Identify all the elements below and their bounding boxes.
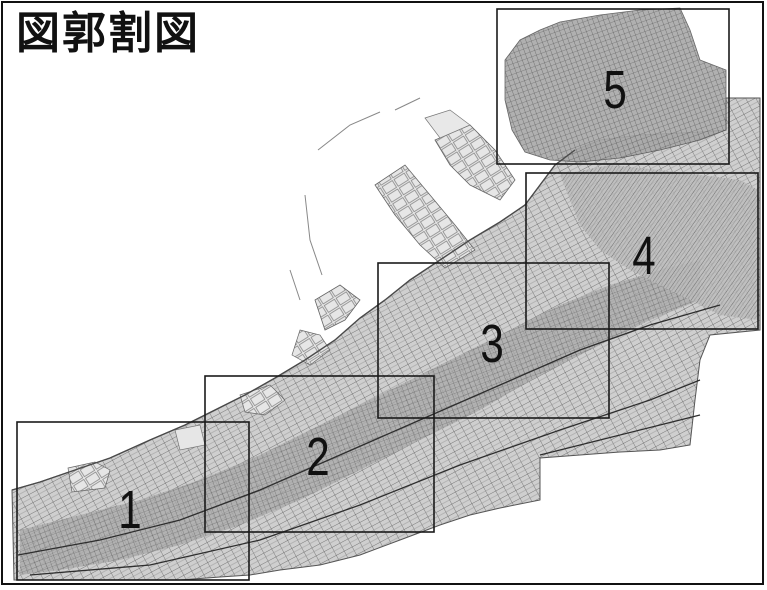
- map-title: 図郭割図: [16, 8, 200, 59]
- port-piers: [67, 109, 516, 493]
- sheet-label-2[interactable]: 2: [306, 427, 329, 487]
- sheet-grid: [16, 8, 759, 581]
- sheet-3-boundary: [377, 262, 610, 419]
- sheet-label-4[interactable]: 4: [632, 226, 655, 286]
- sheet-5-boundary: [496, 8, 730, 165]
- dense-urban-core: [20, 260, 700, 575]
- sheet-numbers: 1 2 3 4 5: [118, 60, 655, 540]
- sheet-label-1[interactable]: 1: [118, 480, 141, 540]
- sheet-2-boundary: [204, 375, 435, 533]
- breakwaters: [289, 97, 421, 301]
- sheet-label-5[interactable]: 5: [603, 60, 626, 120]
- sheet-label-3[interactable]: 3: [480, 314, 503, 374]
- hill-area: [560, 165, 758, 320]
- coastline: [11, 149, 576, 491]
- major-roads: [17, 304, 721, 576]
- sheet-4-boundary: [525, 172, 759, 330]
- sheet-1-boundary: [16, 421, 250, 581]
- north-district: [504, 7, 727, 163]
